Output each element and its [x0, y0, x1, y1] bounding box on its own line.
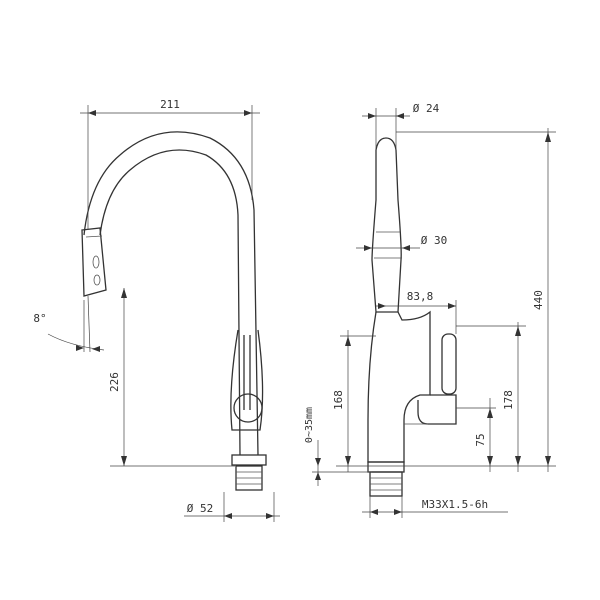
handle-knob — [233, 393, 263, 423]
spray-button-2 — [93, 274, 101, 286]
side-view-faucet — [81, 131, 267, 491]
dim-offset-label: 83,8 — [407, 290, 434, 303]
dim-lower-height-label: 75 — [474, 433, 487, 446]
dim-body-dia-label: Ø 30 — [421, 234, 448, 247]
dim-base-dia-label: Ø 52 — [187, 502, 214, 515]
body — [367, 310, 431, 463]
dim-total-height-label: 440 — [532, 290, 545, 310]
spout-inner-curve — [99, 149, 241, 456]
spray-button-1 — [92, 255, 100, 269]
dim-lever-height-label: 178 — [502, 390, 515, 410]
front-base-flange — [367, 461, 405, 473]
base-flange — [231, 454, 267, 466]
handle-cartridge — [417, 394, 457, 425]
dim-deck-thickness-label: 0~35mm — [304, 407, 315, 443]
lever-handle — [441, 333, 457, 395]
front-view-faucet — [367, 137, 457, 497]
body-bulge — [230, 329, 264, 431]
dim-angle-label: 8° — [33, 312, 46, 325]
front-view-dimensions: Ø 24 Ø 30 83,8 440 178 75 168 — [304, 102, 556, 518]
spout-outer-curve — [83, 131, 259, 456]
spout-tube — [371, 137, 402, 313]
spray-head — [81, 227, 107, 297]
dim-reach-label: 211 — [160, 98, 180, 111]
dim-thread-label: M33X1.5-6h — [422, 498, 488, 511]
side-view-dimensions: 211 226 8° Ø 52 — [33, 98, 280, 522]
dim-handle-height-label: 168 — [332, 390, 345, 410]
dim-height-226-label: 226 — [108, 372, 121, 392]
dim-spout-dia-label: Ø 24 — [413, 102, 440, 115]
